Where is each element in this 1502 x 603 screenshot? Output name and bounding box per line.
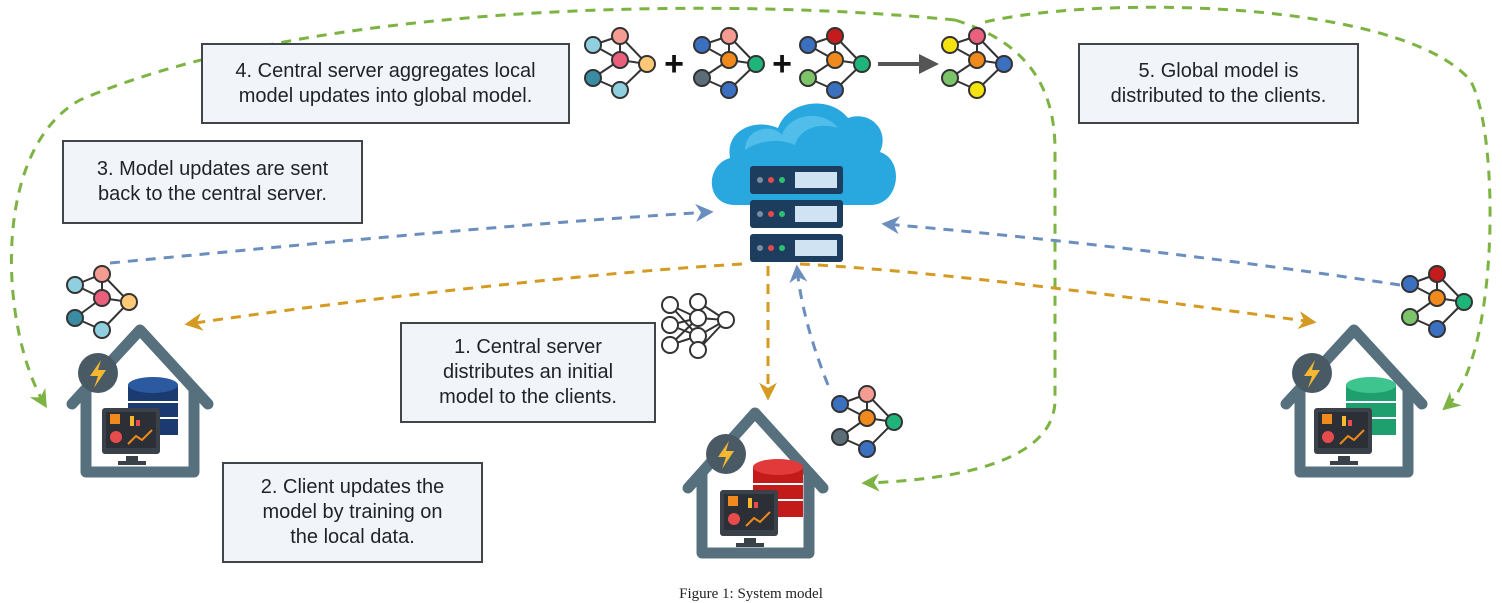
figure-caption: Figure 1: System model	[679, 586, 823, 602]
cloud-highlight	[745, 115, 838, 150]
global-arrow-right-client	[984, 5, 1492, 411]
local-model-a-icon	[584, 27, 656, 99]
center-client-house-icon	[682, 407, 829, 559]
plus-sign-2: +	[772, 45, 792, 83]
monitor-dashboard-icon	[1314, 408, 1372, 465]
step-4-box: 4. Central server aggregates local model…	[201, 43, 570, 124]
initial-model-icon	[661, 293, 735, 359]
plus-sign-1: +	[664, 45, 684, 83]
local-model-b-icon	[693, 27, 765, 99]
right-client-house-icon	[1280, 324, 1428, 478]
step-3-box: 3. Model updates are sent back to the ce…	[62, 140, 363, 224]
server-rack	[750, 166, 843, 262]
global-arrow-left-client	[9, 6, 956, 409]
cloud-server-icon	[711, 103, 897, 262]
left-client-house-icon	[66, 324, 214, 478]
update-arrow-right	[881, 216, 1401, 287]
monitor-dashboard-icon	[720, 490, 778, 547]
step-2-box: 2. Client updates the model by training …	[222, 462, 483, 563]
aggregation-row: + +	[584, 27, 1013, 99]
distribution-arrows	[184, 262, 1317, 401]
global-model-icon	[941, 27, 1013, 99]
left-client-model-icon	[66, 265, 138, 339]
update-arrow-left	[109, 203, 714, 265]
database-icon	[753, 459, 803, 517]
update-arrows	[109, 203, 1401, 386]
lightning-icon	[1292, 353, 1332, 393]
distribute-arrow-left	[184, 262, 743, 331]
center-client-model-icon	[831, 385, 903, 458]
local-model-c-icon	[799, 27, 871, 99]
monitor-dashboard-icon	[102, 408, 160, 465]
lightning-icon	[78, 353, 118, 393]
right-client-model-icon	[1401, 265, 1473, 338]
lightning-icon	[706, 434, 746, 474]
global-arrow-center-client	[861, 18, 1057, 492]
distribute-arrow-right	[799, 262, 1317, 329]
global-model-arrows	[9, 5, 1492, 492]
update-arrow-center	[789, 264, 830, 386]
step-5-box: 5. Global model is distributed to the cl…	[1078, 43, 1359, 124]
step-1-box: 1. Central server distributes an initial…	[400, 322, 656, 423]
